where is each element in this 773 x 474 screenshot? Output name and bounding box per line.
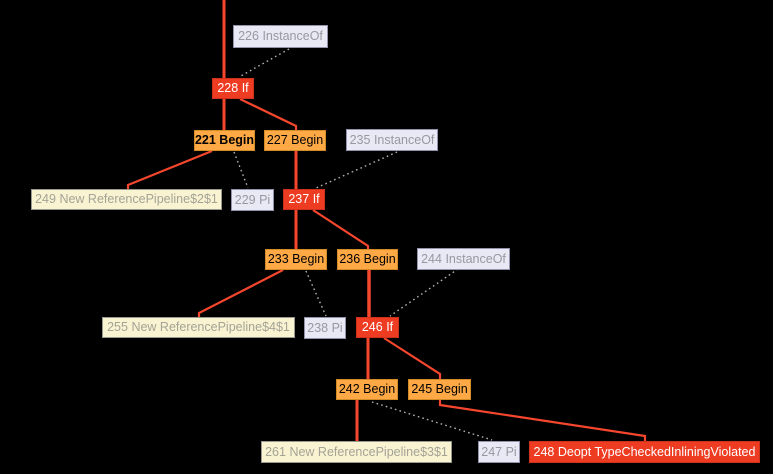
graph-node-246-if[interactable]: 246 If (356, 317, 399, 338)
control-edge-221-249 (126, 149, 213, 190)
data-edge-235-237 (315, 151, 398, 189)
control-edge-245-248 (438, 400, 647, 442)
graph-node-233-begin[interactable]: 233 Begin (265, 249, 327, 270)
graph-node-244-floating[interactable]: 244 InstanceOf (417, 248, 510, 270)
graph-node-245-begin[interactable]: 245 Begin (408, 379, 471, 400)
graph-node-226-floating[interactable]: 226 InstanceOf (233, 25, 328, 48)
data-edge-221-229 (233, 151, 249, 189)
graph-node-221-begin[interactable]: 221 Begin (194, 130, 255, 151)
graph-node-247-floating[interactable]: 247 Pi (478, 441, 520, 463)
control-edge-237-236 (312, 209, 370, 250)
graph-node-242-begin[interactable]: 242 Begin (336, 379, 398, 400)
graph-node-238-floating[interactable]: 238 Pi (304, 317, 346, 339)
data-edge-242-247 (371, 401, 493, 441)
control-edge-228-227 (239, 98, 298, 131)
graph-node-228-if[interactable]: 228 If (212, 78, 254, 99)
graph-node-255-new[interactable]: 255 New ReferencePipeline$4$1 (102, 317, 295, 338)
control-edge-233-255 (197, 269, 284, 318)
control-edge-246-245 (383, 337, 442, 380)
graph-node-229-floating[interactable]: 229 Pi (231, 189, 274, 211)
graph-node-236-begin[interactable]: 236 Begin (337, 249, 398, 270)
graph-node-248-deopt[interactable]: 248 Deopt TypeCheckedInliningViolated (529, 441, 760, 463)
data-edge-226-228 (238, 48, 290, 78)
graph-node-261-new[interactable]: 261 New ReferencePipeline$3$1 (261, 441, 452, 463)
graph-node-249-new[interactable]: 249 New ReferencePipeline$2$1 (31, 189, 222, 210)
graph-node-237-if[interactable]: 237 If (283, 189, 325, 210)
data-edge-233-238 (305, 270, 327, 317)
graph-node-235-floating[interactable]: 235 InstanceOf (346, 129, 438, 151)
data-edge-244-246 (389, 268, 459, 317)
graph-node-227-begin[interactable]: 227 Begin (264, 130, 326, 151)
